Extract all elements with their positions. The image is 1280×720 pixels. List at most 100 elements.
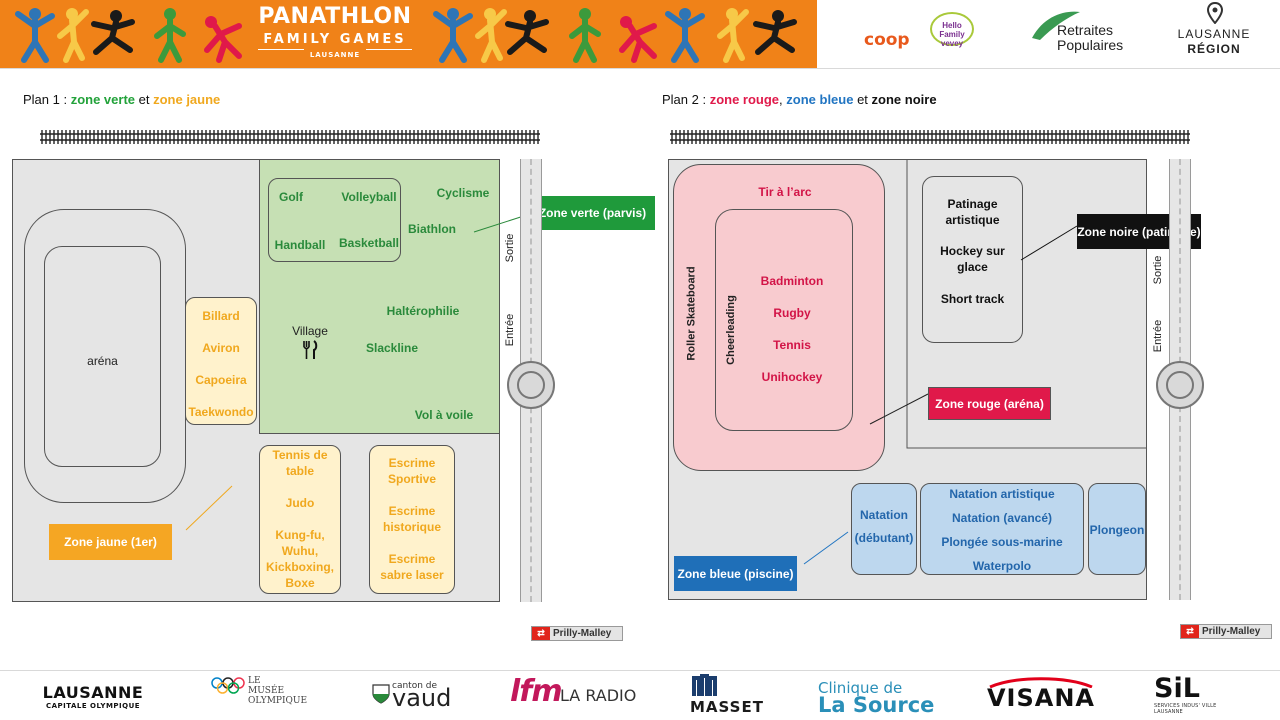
kid-silhouette-icon bbox=[204, 16, 242, 63]
sport-short-track: Short track bbox=[940, 292, 1005, 306]
footer-divider bbox=[0, 670, 1280, 671]
callout-line-jaune bbox=[185, 485, 233, 531]
canton-de-label: canton de bbox=[392, 681, 438, 691]
sport-basketball: Basketball bbox=[338, 236, 400, 250]
callout-zone-bleue: Zone bleue (piscine) bbox=[674, 556, 797, 591]
roundabout-1-center bbox=[517, 371, 545, 399]
sport-taekwondo: Taekwondo bbox=[188, 405, 254, 419]
sil-subtitle: SERVICES INDUS' VILLE LAUSANNE bbox=[1154, 703, 1217, 715]
sport-capoeira: Capoeira bbox=[195, 373, 247, 387]
arena-label: aréna bbox=[87, 354, 118, 368]
sport-roller-skateboard: Roller Skateboard bbox=[685, 266, 698, 361]
kid-silhouette-icon bbox=[717, 8, 749, 63]
kid-silhouette-icon bbox=[154, 8, 186, 63]
callout-zone-jaune: Zone jaune (1er) bbox=[49, 524, 172, 560]
plan1-title: Plan 1 : zone verte et zone jaune bbox=[23, 92, 221, 107]
sil-logo: SiL bbox=[1154, 673, 1200, 704]
hello-family-logo: Hello Family vevey bbox=[930, 12, 974, 48]
sbb-icon: ⇄ bbox=[1181, 625, 1199, 638]
location-pin-icon bbox=[1207, 2, 1223, 24]
sport-biathlon: Biathlon bbox=[408, 222, 456, 236]
retraites-leaf-icon bbox=[1032, 11, 1080, 40]
exit-label: Sortie bbox=[504, 233, 516, 263]
lausanne-region-logo: LAUSANNE RÉGION bbox=[1177, 27, 1251, 56]
sport-judo: Judo bbox=[285, 496, 315, 510]
sport-hockey-sur-glace: Hockey sur glace bbox=[940, 244, 1005, 274]
arena-field bbox=[44, 246, 161, 467]
masset-mark-icon bbox=[692, 674, 717, 696]
event-subtitle: FAMILY GAMES bbox=[263, 32, 407, 47]
clinique-label: Clinique de bbox=[818, 679, 903, 697]
plan2-inner-boundary bbox=[906, 159, 1147, 449]
kid-silhouette-icon bbox=[57, 8, 89, 63]
sport-plongeon: Plongeon bbox=[1089, 523, 1145, 537]
railway-track-2 bbox=[670, 130, 1190, 144]
sport-billard: Billard bbox=[202, 309, 240, 323]
header-divider bbox=[0, 68, 1280, 69]
masset-logo: MASSET bbox=[690, 698, 764, 716]
sport-natation-level: (débutant) bbox=[854, 531, 914, 545]
callout-zone-verte: Zone verte (parvis) bbox=[530, 196, 655, 230]
callout-line-bleue bbox=[803, 531, 849, 565]
train-station-badge: ⇄Prilly-Malley bbox=[531, 626, 623, 641]
exit-label: Sortie bbox=[1152, 255, 1164, 285]
sport-natation-artistique: Natation artistique bbox=[949, 487, 1055, 501]
village-label: Village bbox=[292, 324, 328, 338]
retraites-populaires-logo: Retraites Populaires bbox=[1057, 22, 1124, 53]
sport-halterophilie: Haltérophilie bbox=[386, 304, 460, 318]
blue-zone-box-2 bbox=[920, 483, 1084, 575]
entrance-label: Entrée bbox=[504, 313, 516, 347]
coop-logo: coop bbox=[864, 30, 910, 50]
title-rule-right bbox=[366, 49, 412, 50]
olympic-rings-icon bbox=[211, 677, 245, 694]
sport-patinage-artistique: Patinage artistique bbox=[945, 197, 1000, 227]
vaud-shield-icon bbox=[372, 684, 390, 704]
event-city: LAUSANNE bbox=[309, 51, 361, 59]
sport-tir-a-larc: Tir à l’arc bbox=[758, 185, 812, 199]
kid-silhouette-icon bbox=[15, 8, 55, 63]
sport-golf: Golf bbox=[279, 190, 303, 204]
vaud-logo: vaud bbox=[392, 684, 452, 712]
kid-silhouette-icon bbox=[505, 10, 549, 55]
blue-zone-box-1 bbox=[851, 483, 917, 575]
sponsor-strip-top bbox=[817, 0, 1280, 68]
black-zone-box bbox=[922, 176, 1023, 343]
sport-slackline: Slackline bbox=[365, 341, 419, 355]
green-zone-box bbox=[268, 178, 401, 262]
kid-silhouette-icon bbox=[753, 10, 797, 55]
sport-handball: Handball bbox=[274, 238, 326, 252]
la-radio-label: LA RADIO bbox=[560, 686, 637, 705]
callout-zone-rouge: Zone rouge (aréna) bbox=[928, 387, 1051, 420]
lausanne-capitale-logo: LAUSANNE CAPITALE OLYMPIQUE bbox=[42, 683, 144, 711]
sport-cyclisme: Cyclisme bbox=[436, 186, 490, 200]
kid-silhouette-icon bbox=[433, 8, 473, 63]
sport-volleyball: Volleyball bbox=[341, 190, 397, 204]
entrance-label: Entrée bbox=[1152, 319, 1164, 353]
sport-natation-avance: Natation (avancé) bbox=[951, 511, 1053, 525]
kid-silhouette-icon bbox=[91, 10, 135, 55]
sport-cheerleading: Cheerleading bbox=[725, 295, 737, 365]
lfm-logo: lfm bbox=[510, 674, 563, 709]
roundabout-2 bbox=[1156, 361, 1204, 409]
sport-kung-fu: Kung-fu, Wuhu, Kickboxing, Boxe bbox=[265, 528, 334, 590]
sbb-icon: ⇄ bbox=[532, 627, 550, 640]
event-title: PANATHLON bbox=[258, 4, 412, 29]
sport-unihockey: Unihockey bbox=[761, 370, 823, 384]
sport-escrime-sabre-laser: Escrime sabre laser bbox=[380, 552, 444, 582]
sport-tennis-de-table: Tennis de table bbox=[272, 448, 328, 478]
kid-silhouette-icon bbox=[619, 16, 657, 63]
sport-aviron: Aviron bbox=[202, 341, 240, 355]
sport-badminton: Badminton bbox=[760, 274, 824, 288]
fork-knife-icon bbox=[303, 340, 318, 359]
sport-escrime-sportive: Escrime Sportive bbox=[387, 456, 436, 486]
yellow-zone-box-1 bbox=[185, 297, 257, 425]
roundabout-2-center bbox=[1166, 371, 1194, 399]
sport-vol-a-voile: Vol à voile bbox=[414, 408, 474, 422]
callout-line-rouge bbox=[869, 393, 929, 425]
red-zone-inner bbox=[715, 209, 853, 431]
title-rule-left bbox=[258, 49, 304, 50]
callout-line-noire bbox=[1020, 225, 1078, 261]
railway-track-1 bbox=[40, 130, 540, 144]
kid-silhouette-icon bbox=[475, 8, 507, 63]
visana-arc-icon bbox=[989, 677, 1093, 688]
